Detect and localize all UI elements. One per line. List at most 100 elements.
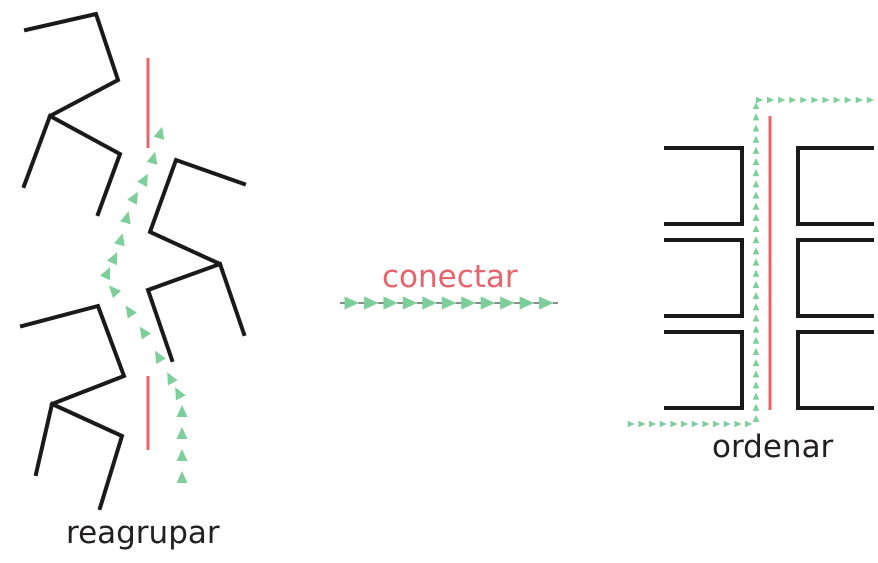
arrowhead-reagrupar bbox=[120, 211, 131, 225]
arrowhead-reagrupar bbox=[125, 305, 137, 319]
ordenar-group bbox=[664, 116, 874, 410]
arrowhead-ordenar bbox=[734, 420, 742, 428]
arrowhead-ordenar bbox=[691, 420, 699, 428]
label-reagrupar: reagrupar bbox=[66, 515, 220, 551]
strand-left-top bbox=[21, 11, 121, 189]
arrowhead-reagrupar bbox=[176, 471, 188, 483]
arrowhead-reagrupar bbox=[176, 427, 188, 439]
arrowhead-ordenar bbox=[752, 269, 760, 277]
arrowhead-ordenar bbox=[752, 358, 760, 367]
arrowhead-ordenar bbox=[755, 96, 764, 104]
arrowhead-ordenar bbox=[855, 96, 863, 104]
arrowhead-reagrupar bbox=[153, 126, 165, 140]
arrowhead-ordenar bbox=[752, 124, 760, 132]
reagrupar-group bbox=[19, 11, 247, 511]
arrowhead-ordenar bbox=[811, 96, 819, 104]
arrowhead-conectar bbox=[461, 296, 476, 310]
rung-right-3 bbox=[796, 330, 874, 410]
arrowhead-conectar bbox=[480, 296, 496, 310]
arrowhead-reagrupar bbox=[106, 252, 118, 266]
arrowhead-ordenar bbox=[752, 224, 760, 233]
arrowhead-ordenar bbox=[752, 325, 760, 333]
arrowhead-ordenar bbox=[752, 113, 760, 121]
arrowhead-reagrupar bbox=[175, 387, 186, 401]
arrowhead-ordenar bbox=[752, 291, 760, 300]
rung-left-3 bbox=[664, 330, 744, 410]
arrowhead-conectar bbox=[500, 296, 515, 310]
rung-right-1 bbox=[796, 146, 874, 226]
arrowhead-ordenar bbox=[713, 420, 721, 428]
ordenar-arrow-path bbox=[627, 96, 875, 428]
arrowhead-conectar bbox=[422, 296, 437, 310]
arrowhead-conectar bbox=[344, 296, 359, 310]
arrowhead-reagrupar bbox=[139, 326, 151, 340]
arrowhead-ordenar bbox=[627, 420, 635, 428]
arrowhead-ordenar bbox=[752, 157, 760, 166]
arrowhead-reagrupar bbox=[146, 151, 158, 165]
arrowhead-ordenar bbox=[752, 101, 760, 110]
arrowhead-ordenar bbox=[752, 202, 760, 210]
arrowhead-reagrupar bbox=[127, 191, 138, 205]
arrowhead-ordenar bbox=[752, 191, 760, 199]
arrowhead-ordenar bbox=[866, 96, 875, 104]
arrowhead-ordenar bbox=[745, 420, 753, 428]
arrowhead-reagrupar bbox=[167, 372, 178, 386]
arrowhead-conectar bbox=[363, 296, 379, 310]
conectar-arrow-path bbox=[344, 296, 554, 310]
arrowhead-reagrupar bbox=[108, 285, 122, 299]
arrowhead-conectar bbox=[519, 296, 535, 310]
arrowhead-ordenar bbox=[752, 403, 760, 411]
arrowhead-ordenar bbox=[752, 180, 760, 188]
arrowhead-ordenar bbox=[670, 420, 678, 428]
arrowhead-conectar bbox=[539, 296, 554, 310]
arrowhead-ordenar bbox=[752, 213, 760, 221]
arrowhead-ordenar bbox=[752, 169, 760, 177]
strand-left-lower-branch bbox=[49, 401, 125, 511]
arrowhead-conectar bbox=[441, 296, 457, 310]
arrowhead-ordenar bbox=[752, 381, 760, 389]
arrowhead-ordenar bbox=[822, 96, 830, 104]
arrowhead-ordenar bbox=[752, 414, 760, 423]
arrowhead-ordenar bbox=[752, 336, 760, 344]
arrowhead-ordenar bbox=[800, 96, 808, 104]
arrowhead-ordenar bbox=[752, 303, 760, 311]
arrowhead-ordenar bbox=[752, 146, 760, 154]
reagrupar-arrow-paths bbox=[99, 126, 188, 483]
arrowhead-ordenar bbox=[752, 370, 760, 378]
arrowhead-reagrupar bbox=[99, 267, 111, 281]
arrowhead-ordenar bbox=[844, 96, 852, 104]
arrowhead-ordenar bbox=[752, 135, 760, 143]
label-conectar: conectar bbox=[382, 259, 518, 295]
rung-left-1 bbox=[664, 146, 744, 226]
strand-right-upper bbox=[147, 157, 247, 337]
arrowhead-reagrupar bbox=[176, 405, 188, 417]
arrowhead-ordenar bbox=[789, 96, 797, 104]
arrowhead-conectar bbox=[402, 296, 418, 310]
arrowhead-ordenar bbox=[649, 420, 657, 428]
arrowhead-ordenar bbox=[833, 96, 841, 104]
arrowhead-reagrupar bbox=[155, 350, 166, 364]
rung-right-2 bbox=[796, 238, 874, 318]
arrowhead-ordenar bbox=[752, 347, 760, 355]
arrowhead-ordenar bbox=[767, 96, 775, 104]
arrowhead-reagrupar bbox=[114, 233, 125, 247]
arrowhead-ordenar bbox=[778, 96, 786, 104]
label-ordenar: ordenar bbox=[712, 429, 834, 465]
arrowhead-ordenar bbox=[752, 392, 760, 400]
arrowhead-reagrupar bbox=[176, 449, 188, 461]
arrowhead-reagrupar bbox=[137, 173, 148, 187]
arrowhead-ordenar bbox=[752, 247, 760, 255]
arrowhead-ordenar bbox=[702, 420, 710, 428]
arrowhead-ordenar bbox=[752, 236, 760, 244]
strand-left-upper-branch bbox=[47, 113, 123, 217]
arrowhead-ordenar bbox=[723, 420, 731, 428]
arrowhead-ordenar bbox=[638, 420, 646, 428]
arrowhead-ordenar bbox=[752, 280, 760, 288]
arrowhead-ordenar bbox=[659, 420, 667, 428]
arrowhead-ordenar bbox=[752, 314, 760, 322]
rung-left-2 bbox=[664, 238, 744, 318]
strand-left-lower bbox=[19, 303, 127, 477]
arrowhead-conectar bbox=[383, 296, 398, 310]
strand-right-upper-branch bbox=[145, 261, 223, 363]
